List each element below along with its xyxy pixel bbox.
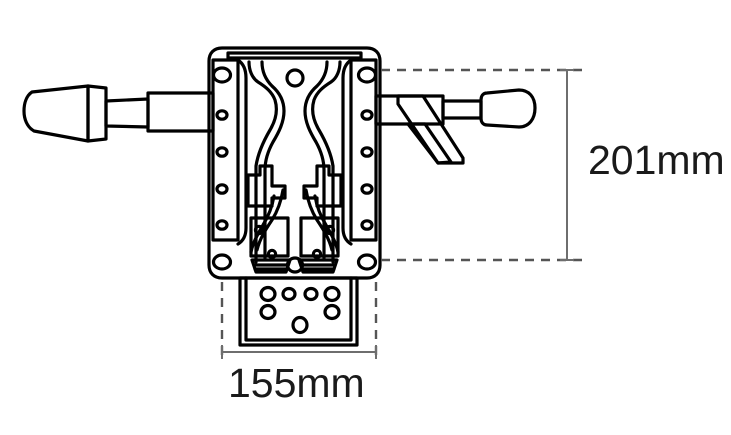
left-internal-linkage [246,164,290,260]
dimension-label-height: 201mm [588,137,725,183]
dimension-annotations [220,68,585,359]
main-body-frame [207,46,382,280]
right-internal-linkage [299,164,343,260]
bottom-mounting-plate [238,276,359,347]
top-center-pivot-hole [285,68,305,88]
right-side-rail [341,58,378,246]
left-gripper-jaw [247,60,286,264]
left-side-rail [211,58,248,246]
dimension-label-width: 155mm [228,360,365,406]
right-trigger-lever [396,94,465,165]
left-rail-holes [211,66,233,271]
left-jaw-tip-pad [250,258,292,274]
right-handle-grip [479,88,537,129]
left-handle-grip [22,84,108,143]
bottom-plate-holes [259,285,341,335]
right-rail-holes [356,66,378,271]
right-gripper-jaw [303,60,342,264]
bottom-center-hole [285,256,305,274]
right-jaw-tip-pad [297,258,339,274]
drawing-geometry [22,46,537,347]
